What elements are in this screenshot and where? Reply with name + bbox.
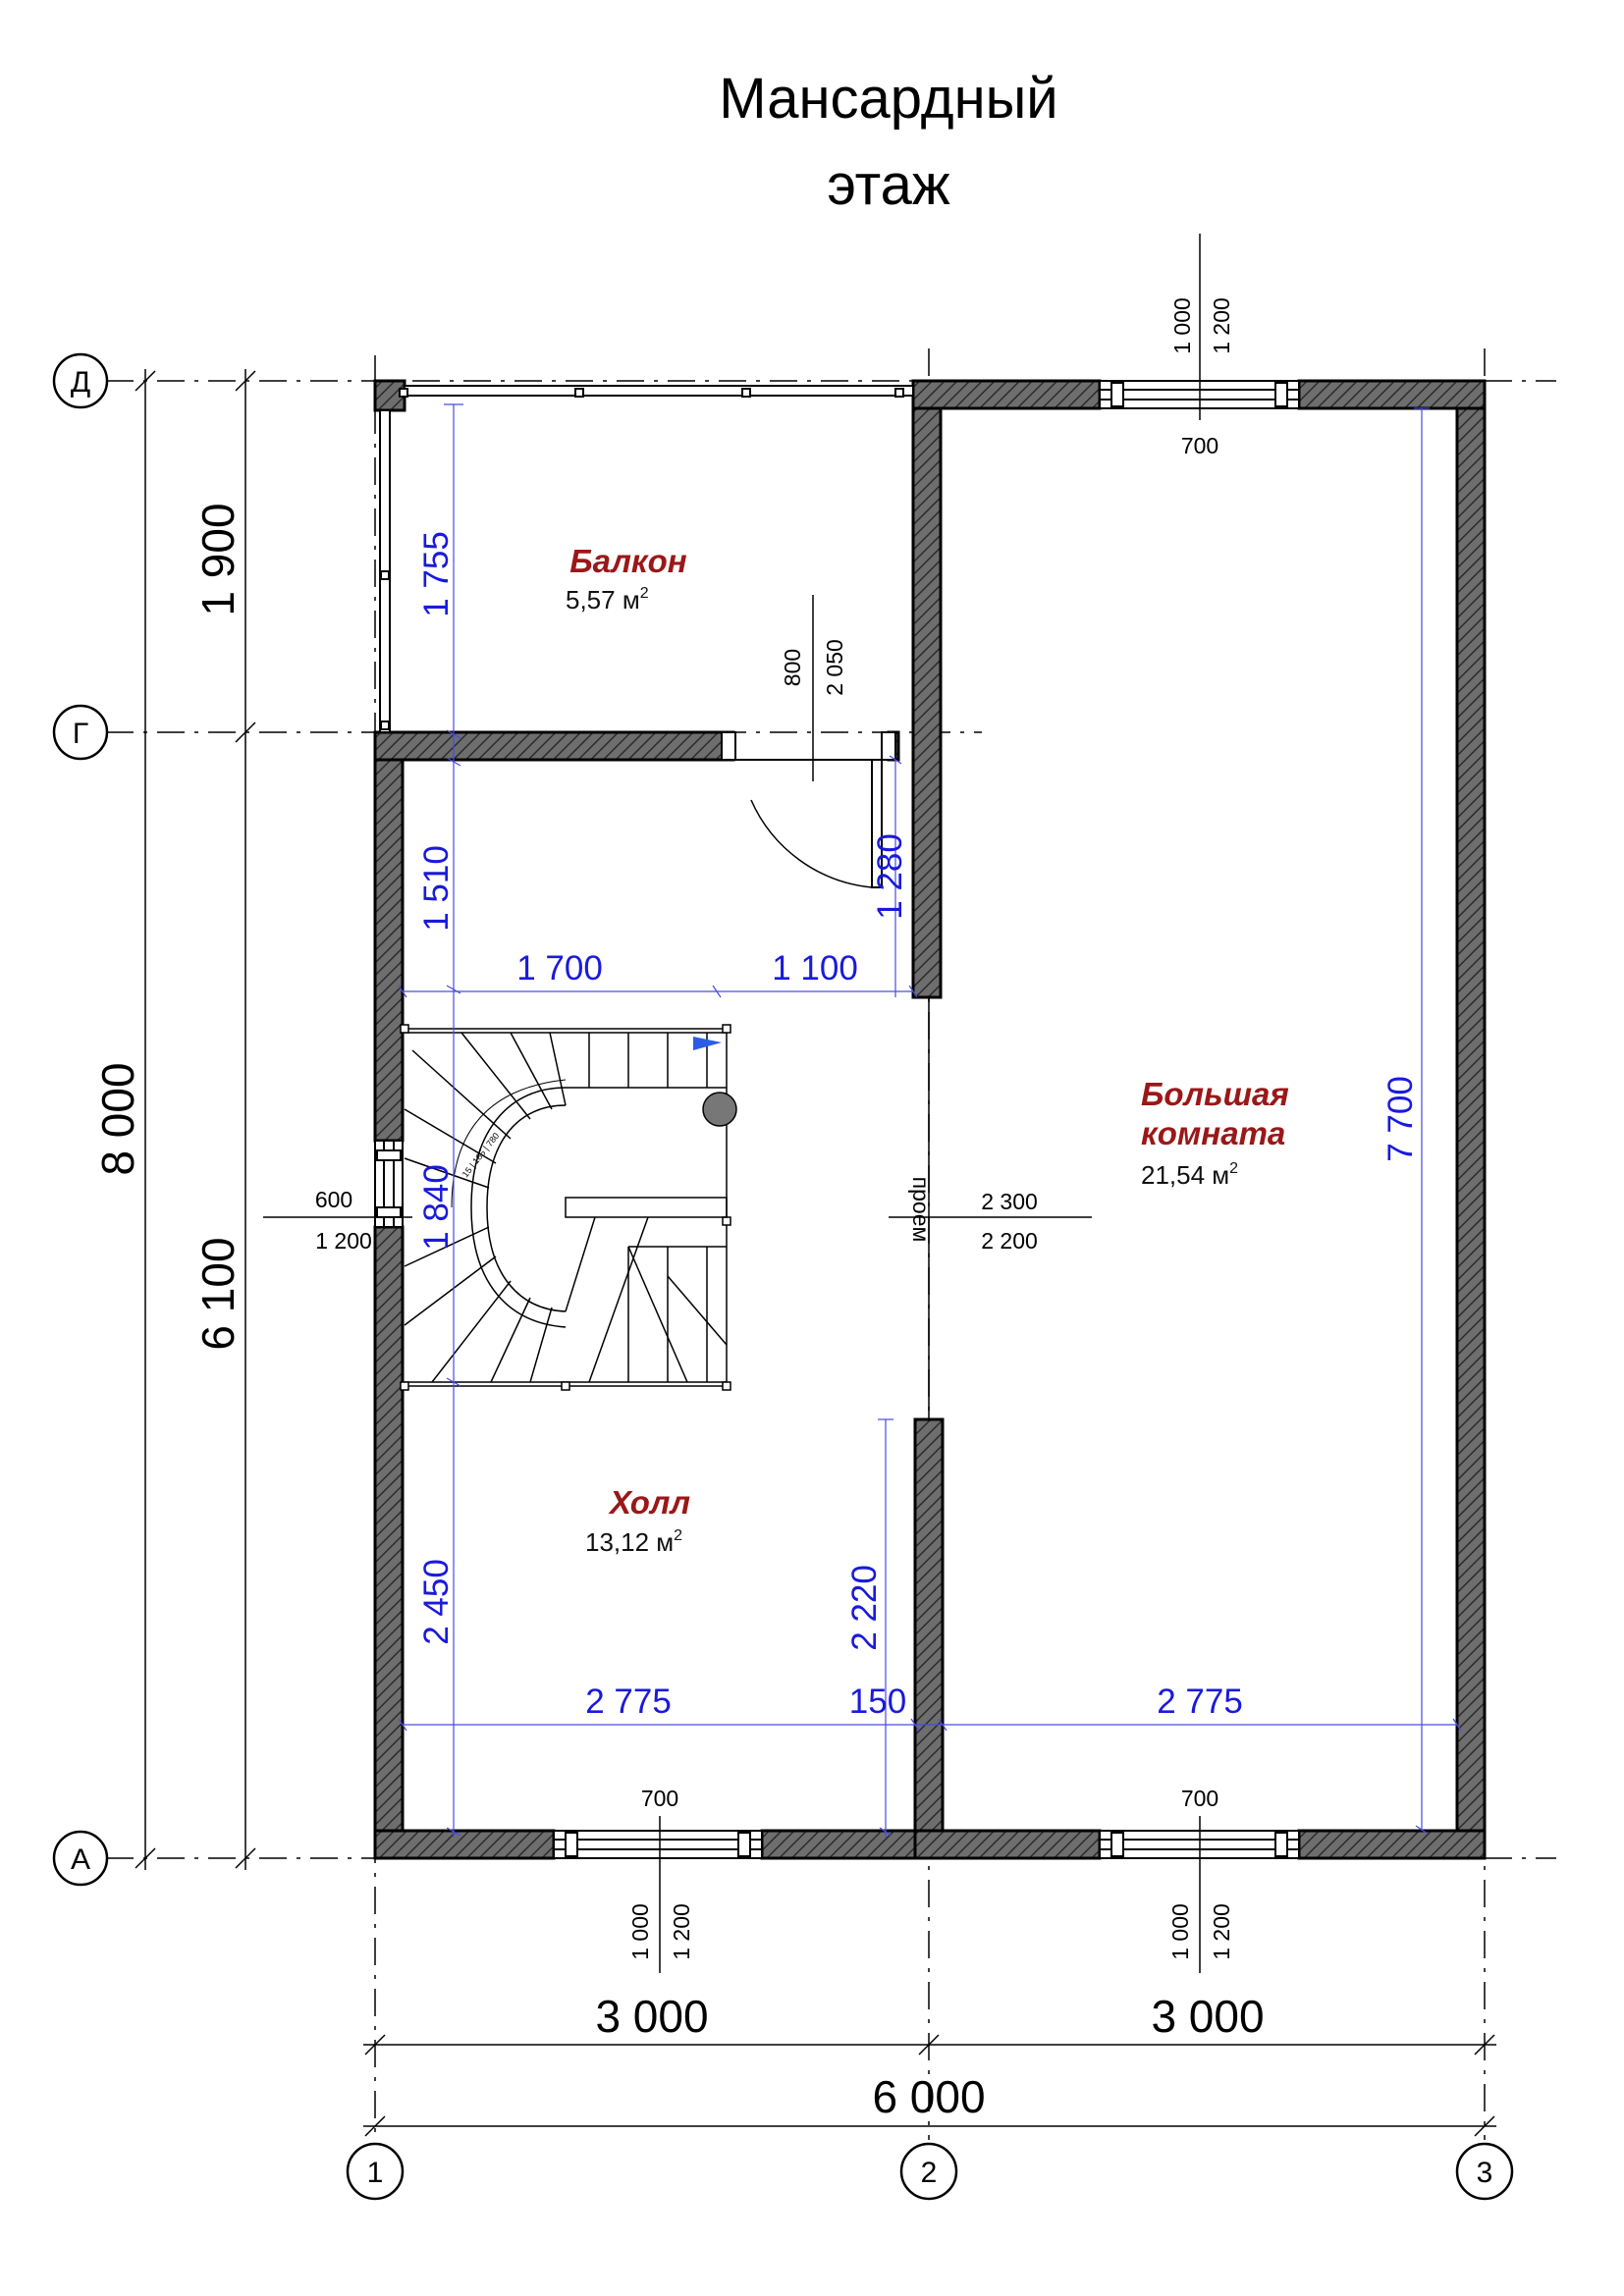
balcony-door-width: 800	[780, 649, 805, 686]
dim-left-bottom: 6 100	[192, 1237, 244, 1350]
svg-text:А: А	[71, 1843, 90, 1876]
dim-hall-width-b: 1 100	[772, 949, 858, 988]
window-top-h1: 1 000	[1169, 297, 1195, 354]
balcony-door	[721, 731, 896, 888]
dim-wall: 150	[849, 1682, 906, 1721]
axis-marker-g: Г	[52, 704, 109, 761]
window-top-width: 700	[1181, 433, 1218, 458]
axis-marker-3: 3	[1455, 2142, 1514, 2201]
svg-text:Г: Г	[73, 718, 88, 750]
dim-bottom-total: 6 000	[872, 2071, 985, 2122]
axis-marker-a: А	[52, 1830, 109, 1887]
window-bottom-left-h2: 1 200	[669, 1903, 694, 1960]
room-balcony-area: 5,57 м2	[566, 585, 649, 614]
staircase	[400, 1024, 737, 1391]
window-bottom-right-h1: 1 000	[1167, 1903, 1193, 1960]
window-bottom-left-width: 700	[641, 1786, 678, 1811]
room-hall-name: Холл	[608, 1484, 690, 1521]
window-left-height: 1 200	[315, 1228, 372, 1254]
room-big-name-2: комната	[1141, 1115, 1285, 1151]
inner-dimension-lines	[398, 403, 1462, 1838]
axis-marker-1: 1	[346, 2142, 405, 2201]
dim-left-top: 1 900	[192, 503, 244, 615]
passage-width: 2 200	[981, 1228, 1038, 1254]
passage-label: проем	[908, 1177, 934, 1243]
svg-text:2: 2	[921, 2157, 938, 2189]
dim-partition-height: 2 220	[845, 1565, 884, 1651]
dim-room-width: 2 775	[1157, 1682, 1243, 1721]
dim-hall-top-height: 1 510	[417, 845, 456, 932]
passage-height: 2 300	[981, 1189, 1038, 1214]
room-balcony-name: Балкон	[569, 543, 687, 579]
axis-marker-2: 2	[899, 2142, 958, 2201]
svg-text:3: 3	[1477, 2157, 1493, 2189]
dim-big-room-height: 7 700	[1381, 1076, 1420, 1162]
balcony-railing	[373, 379, 914, 733]
window-top-h2: 1 200	[1209, 297, 1234, 354]
dim-hall-width-a: 1 700	[516, 949, 603, 988]
walls	[373, 379, 1487, 1860]
window-bottom-right-width: 700	[1181, 1786, 1218, 1811]
dim-balcony-height: 1 755	[417, 531, 456, 617]
balcony-door-height: 2 050	[822, 639, 847, 696]
dim-hall-bottom-height: 2 450	[417, 1559, 456, 1645]
dim-door-height: 1 280	[871, 833, 909, 920]
dim-left-total: 8 000	[92, 1062, 143, 1175]
axis-marker-d: Д	[52, 352, 109, 409]
plan-title-line1: Мансардный	[719, 67, 1057, 131]
window-bottom-left	[553, 1830, 763, 1859]
dim-hall-width: 2 775	[585, 1682, 672, 1721]
window-left-width: 600	[315, 1187, 352, 1212]
window-bottom-right-h2: 1 200	[1209, 1903, 1234, 1960]
dim-bottom-left: 3 000	[595, 1991, 708, 2042]
dim-bottom-right: 3 000	[1151, 1991, 1264, 2042]
room-big-area: 21,54 м2	[1141, 1160, 1238, 1190]
outer-dimension-lines	[135, 369, 1496, 2137]
dim-stair-height: 1 840	[417, 1164, 456, 1251]
window-bottom-left-h1: 1 000	[627, 1903, 653, 1960]
plan-title-line2: этаж	[827, 153, 949, 217]
svg-text:1: 1	[367, 2157, 384, 2189]
window-left	[374, 1140, 404, 1228]
svg-text:Д: Д	[71, 366, 90, 399]
room-big-name: Большая	[1141, 1076, 1289, 1112]
room-hall-area: 13,12 м2	[585, 1527, 682, 1557]
